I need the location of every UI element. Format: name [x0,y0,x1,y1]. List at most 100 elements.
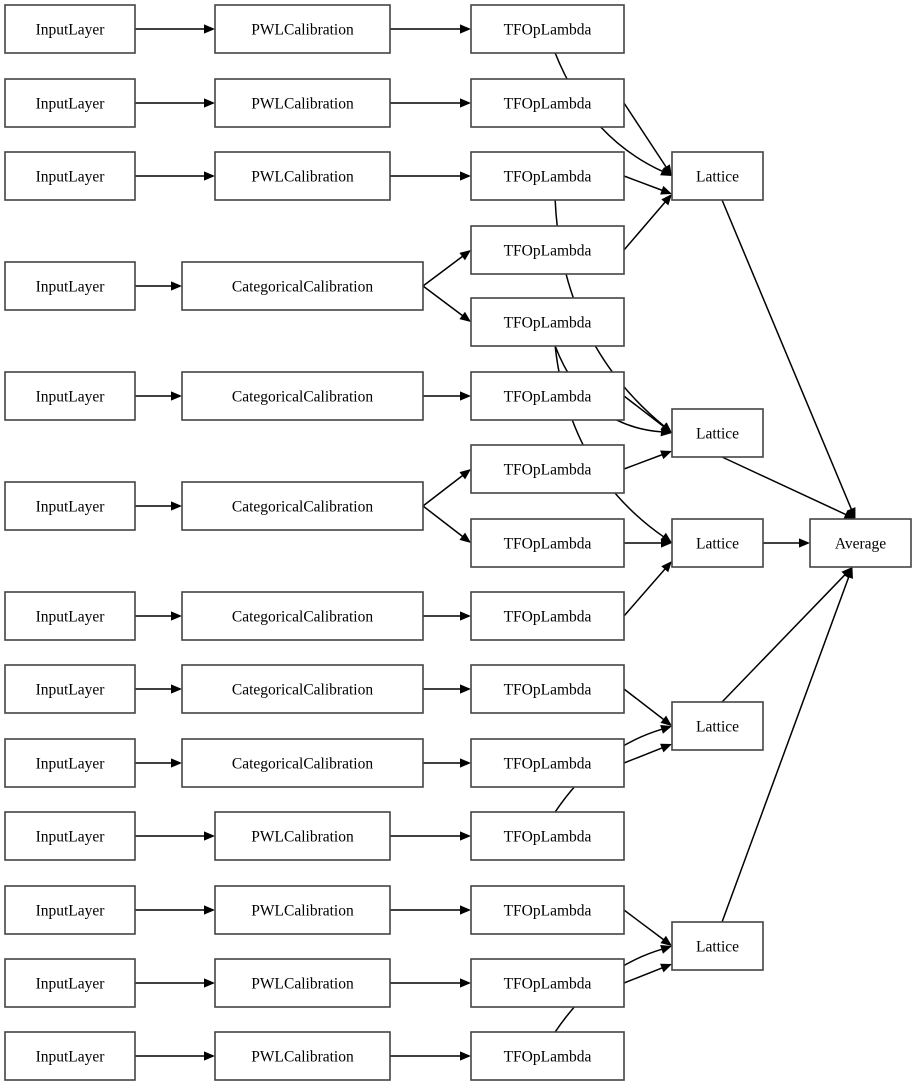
node-box[interactable] [470,4,625,54]
node-box[interactable] [4,78,136,128]
node-box[interactable] [181,261,424,311]
node-box[interactable] [470,151,625,201]
node-lam2[interactable]: TFOpLambda [470,78,625,128]
node-lam7[interactable]: TFOpLambda [470,444,625,494]
node-box[interactable] [214,885,391,935]
edge-arrowhead [660,715,672,726]
node-box[interactable] [470,444,625,494]
node-box[interactable] [214,811,391,861]
node-cal6[interactable]: CategoricalCalibration [181,481,424,531]
node-box[interactable] [214,4,391,54]
node-box[interactable] [4,1031,136,1081]
node-in5[interactable]: InputLayer [4,371,136,421]
node-in7[interactable]: InputLayer [4,591,136,641]
node-in12[interactable]: InputLayer [4,958,136,1008]
node-box[interactable] [470,518,625,568]
node-cal11[interactable]: PWLCalibration [214,885,391,935]
node-box[interactable] [470,811,625,861]
node-box[interactable] [470,78,625,128]
node-box[interactable] [671,408,764,458]
node-box[interactable] [4,4,136,54]
node-cal5[interactable]: CategoricalCalibration [181,371,424,421]
node-cal7[interactable]: CategoricalCalibration [181,591,424,641]
node-box[interactable] [181,481,424,531]
node-box[interactable] [214,78,391,128]
node-box[interactable] [671,518,764,568]
node-box[interactable] [470,885,625,935]
node-label: Lattice [696,939,739,956]
node-in4[interactable]: InputLayer [4,261,136,311]
node-lam9[interactable]: TFOpLambda [470,591,625,641]
node-lat3[interactable]: Lattice [671,518,764,568]
node-lam3[interactable]: TFOpLambda [470,151,625,201]
node-box[interactable] [4,371,136,421]
node-lam15[interactable]: TFOpLambda [470,1031,625,1081]
node-cal8[interactable]: CategoricalCalibration [181,664,424,714]
node-box[interactable] [4,885,136,935]
node-in6[interactable]: InputLayer [4,481,136,531]
node-cal2[interactable]: PWLCalibration [214,78,391,128]
node-box[interactable] [671,921,764,971]
node-lat2[interactable]: Lattice [671,408,764,458]
node-box[interactable] [181,591,424,641]
node-box[interactable] [214,1031,391,1081]
node-box[interactable] [214,151,391,201]
node-box[interactable] [470,1031,625,1081]
node-box[interactable] [470,371,625,421]
node-lat4[interactable]: Lattice [671,701,764,751]
node-cal1[interactable]: PWLCalibration [214,4,391,54]
node-lam6[interactable]: TFOpLambda [470,371,625,421]
node-box[interactable] [4,811,136,861]
node-in11[interactable]: InputLayer [4,885,136,935]
node-lam11[interactable]: TFOpLambda [470,738,625,788]
node-lam1[interactable]: TFOpLambda [470,4,625,54]
node-box[interactable] [4,958,136,1008]
node-box[interactable] [671,151,764,201]
node-box[interactable] [181,371,424,421]
node-lat1[interactable]: Lattice [671,151,764,201]
node-lam13[interactable]: TFOpLambda [470,885,625,935]
node-box[interactable] [4,481,136,531]
node-box[interactable] [809,518,912,568]
node-cal9[interactable]: CategoricalCalibration [181,738,424,788]
edge-lam13-to-lat5 [623,909,672,946]
node-box[interactable] [181,738,424,788]
node-lat5[interactable]: Lattice [671,921,764,971]
node-box[interactable] [470,591,625,641]
node-box[interactable] [4,151,136,201]
node-in9[interactable]: InputLayer [4,738,136,788]
node-in3[interactable]: InputLayer [4,151,136,201]
node-lam12[interactable]: TFOpLambda [470,811,625,861]
node-box[interactable] [4,591,136,641]
node-avg[interactable]: Average [809,518,912,568]
node-box[interactable] [4,664,136,714]
node-box[interactable] [470,225,625,275]
node-box[interactable] [4,261,136,311]
node-box[interactable] [671,701,764,751]
node-box[interactable] [214,958,391,1008]
node-lam8[interactable]: TFOpLambda [470,518,625,568]
node-cal4[interactable]: CategoricalCalibration [181,261,424,311]
node-lam10[interactable]: TFOpLambda [470,664,625,714]
node-box[interactable] [470,738,625,788]
node-box[interactable] [470,297,625,347]
node-cal3[interactable]: PWLCalibration [214,151,391,201]
node-lam5[interactable]: TFOpLambda [470,297,625,347]
node-in8[interactable]: InputLayer [4,664,136,714]
node-lam14[interactable]: TFOpLambda [470,958,625,1008]
edge-arrowhead [204,171,215,181]
node-cal10[interactable]: PWLCalibration [214,811,391,861]
node-in1[interactable]: InputLayer [4,4,136,54]
node-box[interactable] [470,958,625,1008]
node-label: Lattice [696,536,739,553]
node-box[interactable] [181,664,424,714]
node-in10[interactable]: InputLayer [4,811,136,861]
node-in2[interactable]: InputLayer [4,78,136,128]
node-cal12[interactable]: PWLCalibration [214,958,391,1008]
node-box[interactable] [470,664,625,714]
node-cal13[interactable]: PWLCalibration [214,1031,391,1081]
node-in13[interactable]: InputLayer [4,1031,136,1081]
node-box[interactable] [4,738,136,788]
node-lam4[interactable]: TFOpLambda [470,225,625,275]
